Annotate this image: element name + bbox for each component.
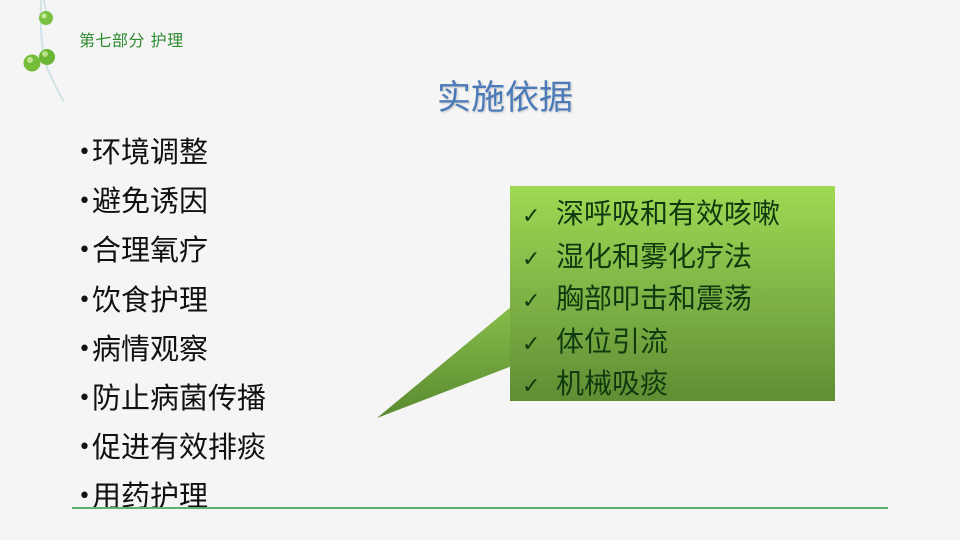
bullet-item: 饮食护理 xyxy=(78,276,266,325)
check-icon: ✓ xyxy=(522,374,541,399)
check-icon: ✓ xyxy=(522,289,541,314)
bullet-item: 病情观察 xyxy=(78,325,266,374)
bullet-item: 促进有效排痰 xyxy=(78,423,266,472)
slide-title: 实施依据 xyxy=(437,78,573,118)
callout-box: ✓深呼吸和有效咳嗽 ✓湿化和雾化疗法 ✓胸部叩击和震荡 ✓体位引流 ✓机械吸痰 xyxy=(510,186,835,401)
bullet-list: 环境调整 避免诱因 合理氧疗 饮食护理 病情观察 防止病菌传播 促进有效排痰 用… xyxy=(78,128,266,522)
bullet-item: 避免诱因 xyxy=(78,177,266,226)
bullet-item: 合理氧疗 xyxy=(78,226,266,275)
callout-item: ✓湿化和雾化疗法 xyxy=(522,237,780,280)
check-icon: ✓ xyxy=(522,246,541,272)
vine-decoration-icon xyxy=(23,0,65,103)
section-label: 第七部分 护理 xyxy=(79,31,184,50)
callout-item: ✓机械吸痰 xyxy=(522,364,780,407)
callout-item: ✓深呼吸和有效咳嗽 xyxy=(522,194,780,237)
callout-item: ✓体位引流 xyxy=(522,322,780,365)
callout-item: ✓胸部叩击和震荡 xyxy=(522,279,780,322)
bullet-item: 防止病菌传播 xyxy=(78,374,266,423)
check-icon: ✓ xyxy=(522,204,541,229)
footer-divider xyxy=(72,507,888,509)
check-icon: ✓ xyxy=(522,331,541,357)
bullet-item: 环境调整 xyxy=(78,128,266,177)
